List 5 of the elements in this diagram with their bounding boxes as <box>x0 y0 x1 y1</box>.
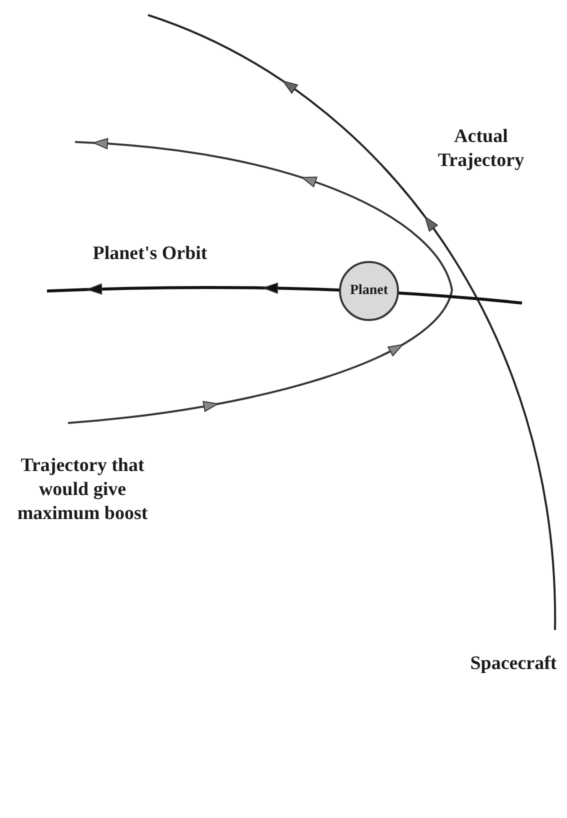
spacecraft-label: Spacecraft <box>469 652 558 676</box>
planet-circle: Planet <box>339 261 399 321</box>
orbit-label: Planet's Orbit <box>92 242 208 266</box>
trajectory-label: Actual Trajectory <box>436 125 526 173</box>
trajectory-label: Trajectory that would give maximum boost <box>16 454 149 526</box>
